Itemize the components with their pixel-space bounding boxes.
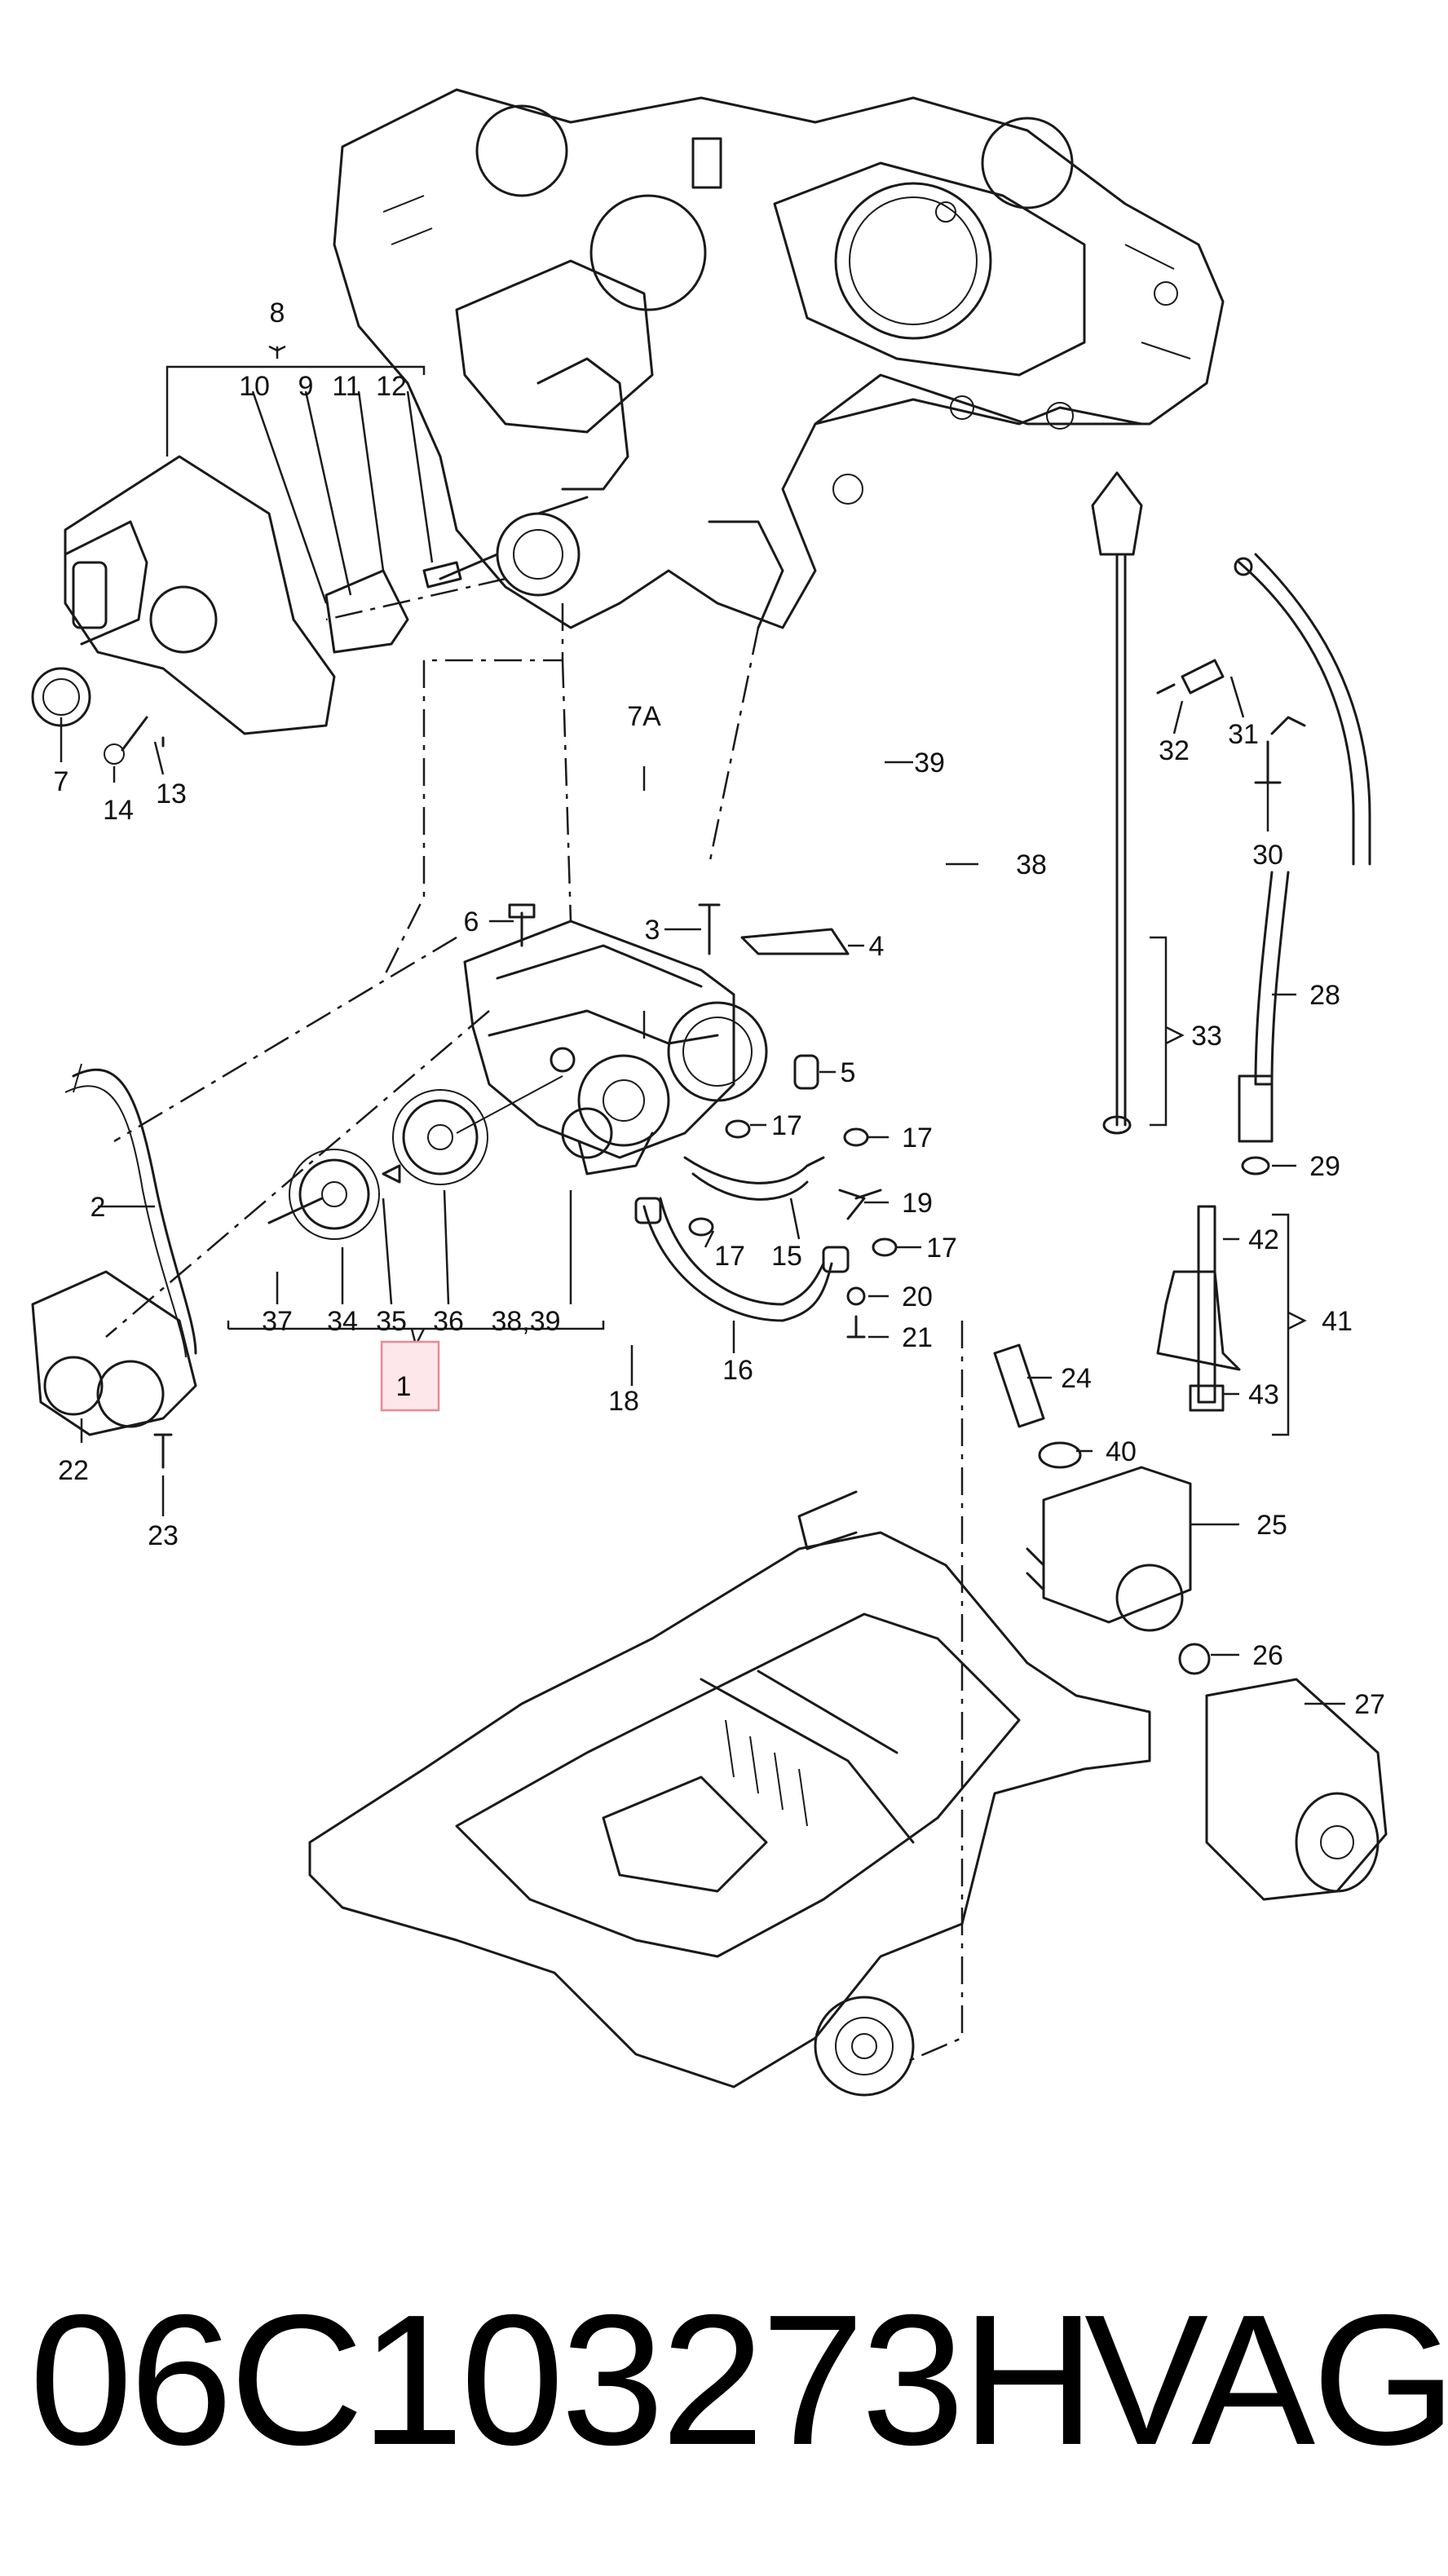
- highlighted-callout-box: [380, 1340, 440, 1412]
- engine-block: [333, 88, 1225, 629]
- callout-15: 15: [771, 1241, 802, 1272]
- callout-9: 9: [298, 371, 314, 402]
- callout-34: 34: [327, 1306, 358, 1337]
- callout-6: 6: [464, 906, 479, 937]
- callout-21: 21: [902, 1322, 933, 1353]
- callout-40: 40: [1106, 1436, 1137, 1467]
- oil-pump-exploded-diagram: 1 2 3 4 5 6 7 7A 8 9 10 11 12 13 14 15 1…: [31, 88, 1388, 2097]
- callout-4: 4: [869, 931, 885, 962]
- callout-14: 14: [103, 795, 134, 826]
- callout-35: 35: [376, 1306, 407, 1337]
- callout-37: 37: [262, 1306, 293, 1337]
- callout-7a: 7A: [627, 701, 661, 732]
- dipstick-assembly: [1091, 471, 1371, 1176]
- callout-17-a: 17: [771, 1110, 802, 1141]
- callout-10: 10: [239, 371, 270, 402]
- callout-32: 32: [1159, 735, 1190, 766]
- callout-13: 13: [156, 779, 187, 809]
- callout-19: 19: [902, 1188, 933, 1219]
- callout-1: 1: [396, 1371, 412, 1402]
- callout-5: 5: [841, 1057, 856, 1088]
- callout-2: 2: [90, 1192, 106, 1223]
- oil-filter-assembly: [993, 1343, 1388, 1901]
- oil-pan: [308, 1490, 1151, 2097]
- callout-12: 12: [376, 371, 407, 402]
- callout-42: 42: [1248, 1224, 1279, 1255]
- callout-25: 25: [1256, 1510, 1287, 1541]
- callout-43: 43: [1248, 1379, 1279, 1410]
- callout-11: 11: [332, 371, 360, 402]
- callout-33: 33: [1191, 1021, 1222, 1052]
- footer: 06C103273H VAG: [0, 2274, 1448, 2519]
- callout-22: 22: [58, 1455, 89, 1486]
- callout-39: 39: [914, 748, 945, 779]
- callout-8: 8: [270, 298, 285, 329]
- callout-18: 18: [608, 1386, 639, 1417]
- callout-16: 16: [722, 1355, 753, 1386]
- callout-3: 3: [645, 915, 660, 946]
- oil-pump: [463, 903, 850, 1176]
- callout-28: 28: [1309, 980, 1340, 1011]
- callout-30: 30: [1252, 840, 1283, 871]
- gears: [267, 1075, 563, 1240]
- callout-17-c: 17: [714, 1241, 745, 1272]
- callout-38: 38: [1016, 849, 1047, 880]
- callout-29: 29: [1309, 1151, 1340, 1182]
- callout-36: 36: [433, 1306, 464, 1337]
- callout-26: 26: [1252, 1640, 1283, 1671]
- callout-23: 23: [148, 1520, 179, 1551]
- callout-24: 24: [1061, 1363, 1092, 1394]
- callout-17-b: 17: [902, 1123, 933, 1153]
- callout-41: 41: [1322, 1306, 1353, 1337]
- callout-38-39: 38,39: [491, 1306, 560, 1337]
- brand: VAG: [1084, 2277, 1448, 2484]
- callout-31: 31: [1228, 719, 1259, 750]
- timing-cover-assembly: [31, 455, 462, 765]
- callout-17-d: 17: [926, 1233, 957, 1264]
- callout-7: 7: [54, 766, 69, 797]
- callout-20: 20: [902, 1281, 933, 1312]
- part-number: 06C103273H: [29, 2277, 1096, 2484]
- callout-27: 27: [1354, 1689, 1385, 1720]
